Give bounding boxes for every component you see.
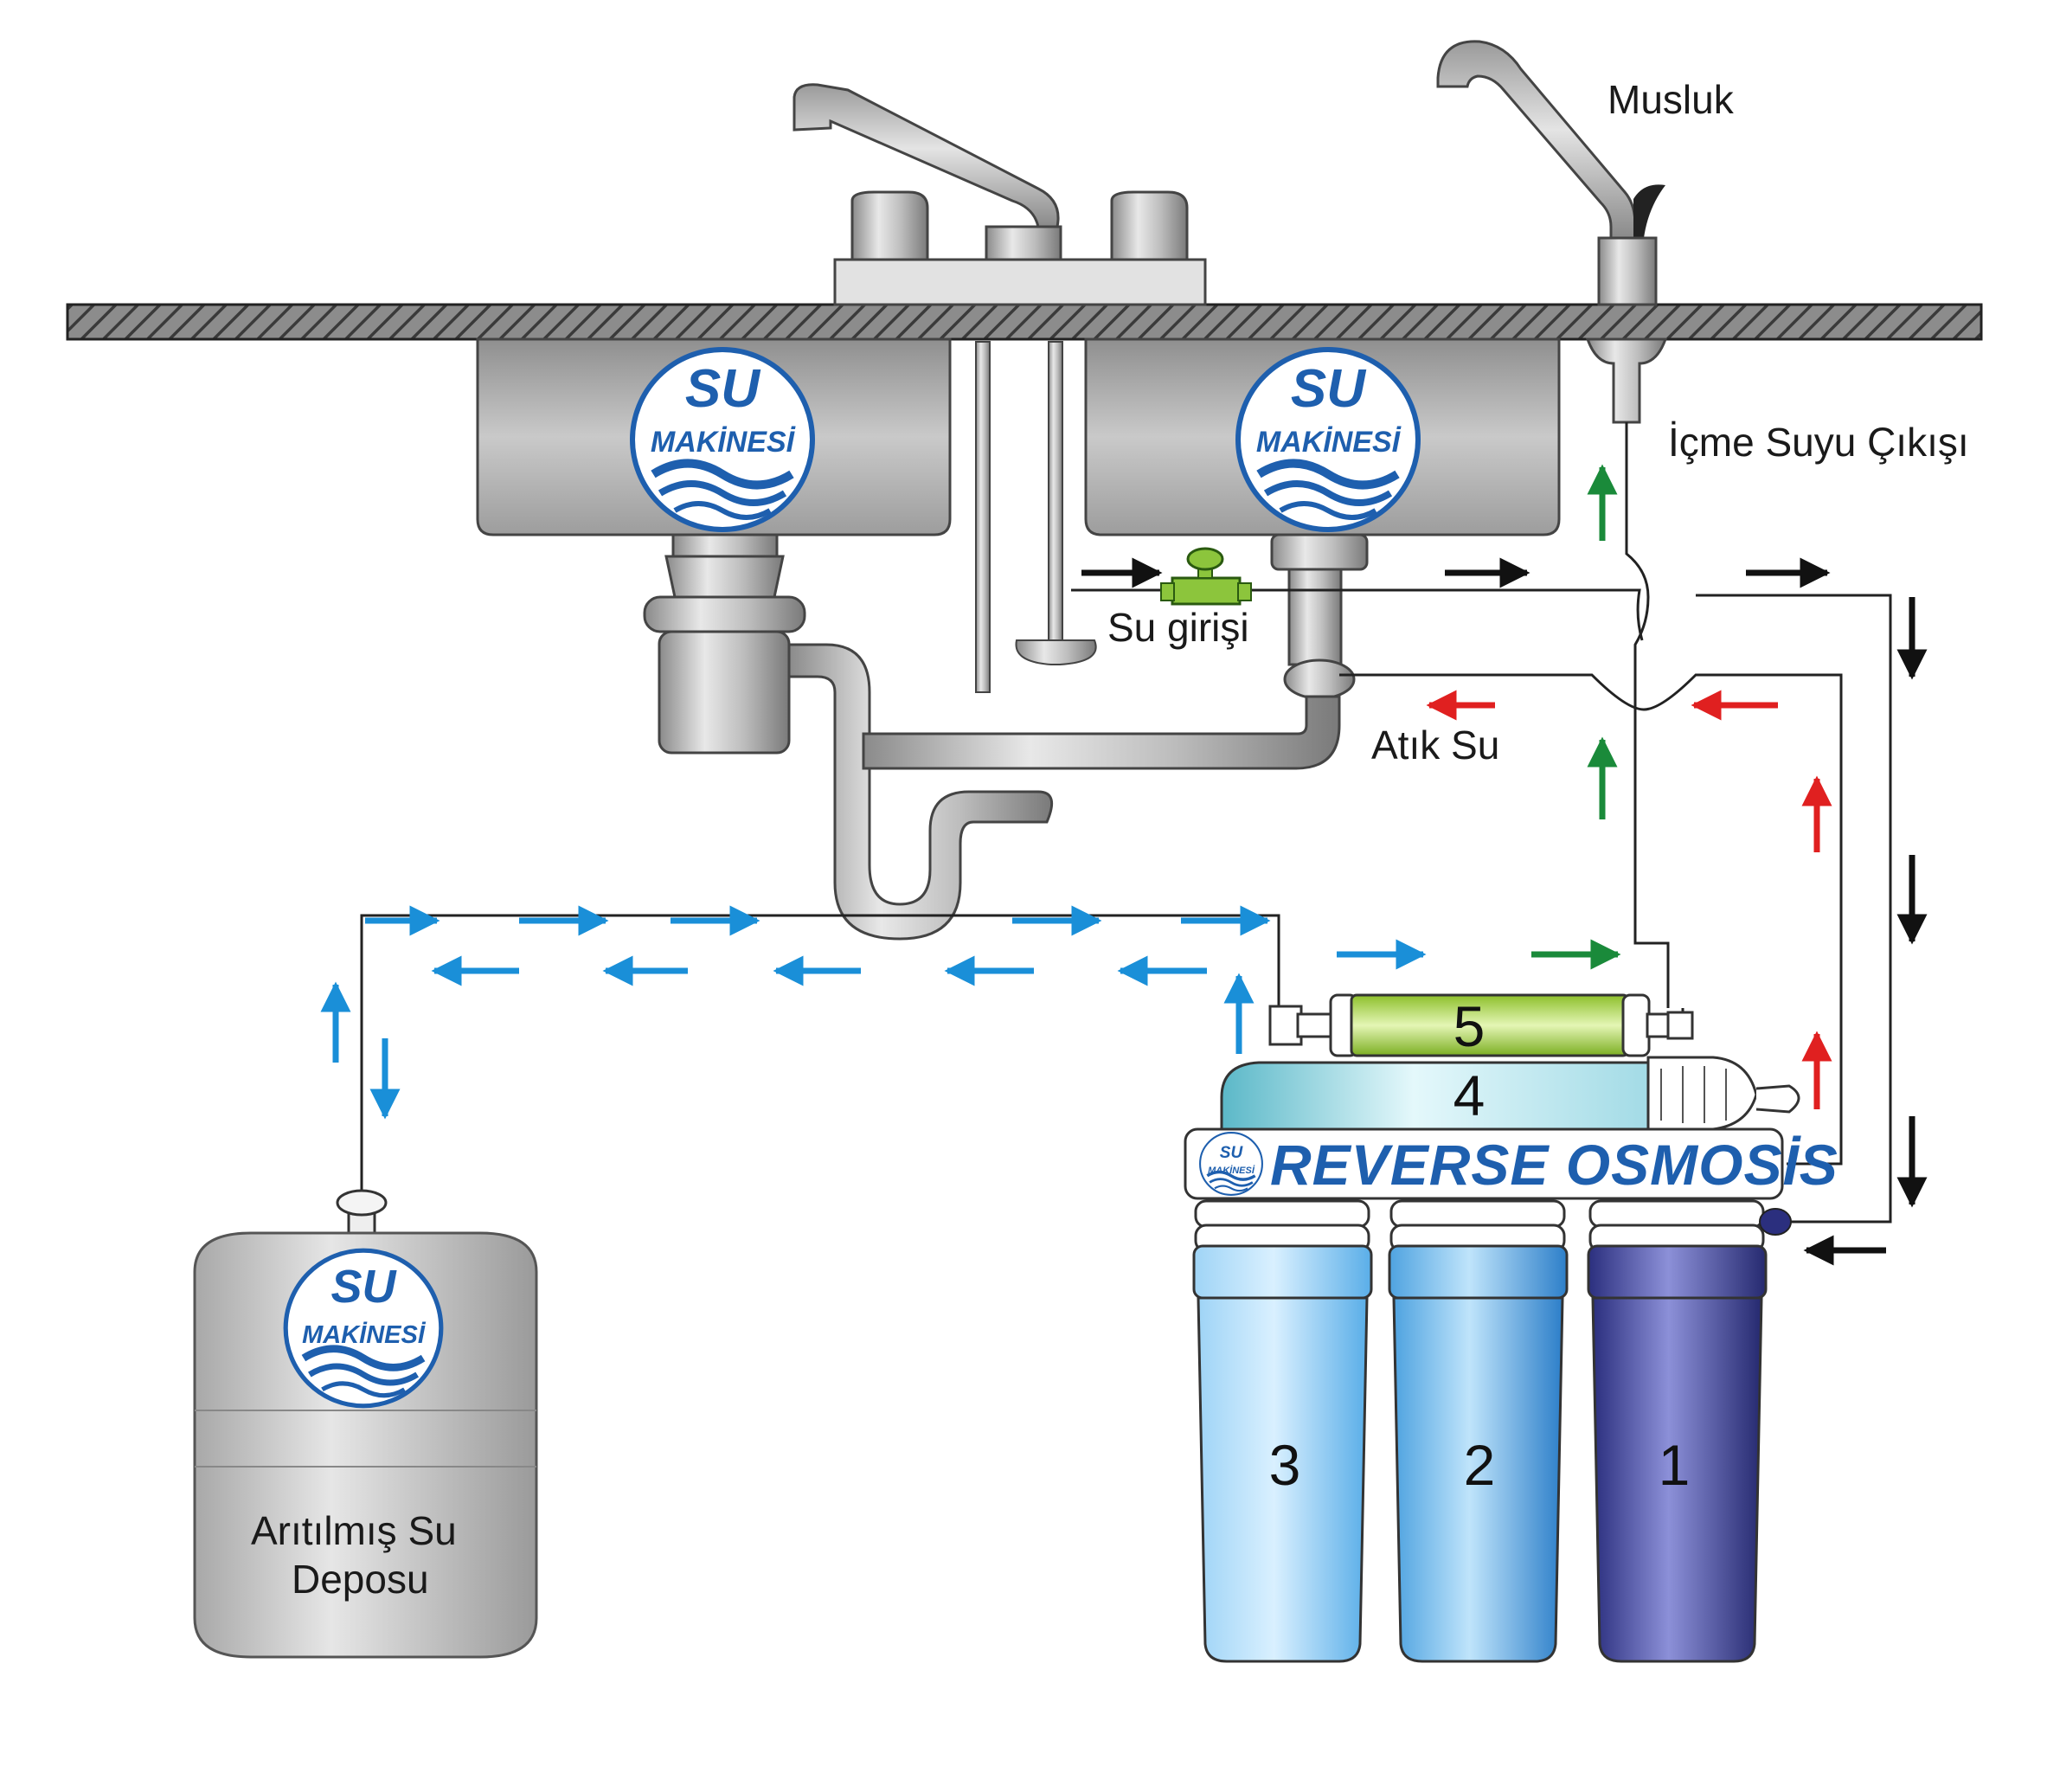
inlet-connector	[1759, 1208, 1792, 1236]
drain-rod	[975, 341, 991, 693]
drinking-water-outlet-label: İçme Suyu Çıkışı	[1668, 420, 1969, 465]
inlet-valve	[1160, 547, 1252, 606]
stopper-handle	[1015, 639, 1097, 665]
stopper-rod	[1048, 341, 1063, 641]
stage-5-number: 5	[1453, 994, 1486, 1058]
tank-label-line1: Arıtılmış Su	[251, 1508, 457, 1553]
ro-system-title: REVERSE OSMOSİS	[1270, 1133, 1838, 1197]
filter-stage-3	[1192, 1244, 1373, 1663]
kitchen-faucet	[792, 83, 1207, 306]
stage-3-number: 3	[1268, 1433, 1301, 1497]
water-inlet-label: Su girişi	[1107, 605, 1249, 650]
feed-water-arrows	[1081, 557, 1928, 1266]
faucet-label: Musluk	[1607, 77, 1734, 122]
brand-logo-sink-right: SU MAKİNESİ	[1238, 350, 1418, 530]
brand-logo-tank: SU MAKİNESİ	[286, 1250, 441, 1406]
filter-stage-2	[1388, 1244, 1569, 1663]
drinking-water-faucet	[1436, 40, 1668, 424]
brand-logo-sink-left: SU MAKİNESİ	[632, 350, 812, 530]
svg-text:SU: SU	[1291, 359, 1367, 419]
waste-water-label: Atık Su	[1371, 723, 1500, 768]
product-water-arrows	[1531, 464, 1621, 970]
filter-stage-4	[1220, 1056, 1800, 1131]
drain-left	[643, 533, 1054, 941]
storage-tank	[193, 1189, 538, 1659]
tank-label-line2: Deposu	[292, 1557, 429, 1602]
svg-text:SU: SU	[330, 1261, 397, 1313]
countertop	[66, 303, 1983, 341]
stage-2-number: 2	[1463, 1433, 1496, 1497]
svg-text:MAKİNESİ: MAKİNESİ	[1256, 426, 1402, 459]
stage-1-number: 1	[1658, 1433, 1691, 1497]
filter-stage-1	[1587, 1244, 1768, 1663]
svg-text:MAKİNESİ: MAKİNESİ	[302, 1321, 427, 1349]
brand-logo-ro-unit: SU MAKİNESİ	[1198, 1131, 1264, 1197]
waste-water-arrows	[1426, 690, 1832, 1109]
svg-text:MAKİNESİ: MAKİNESİ	[651, 426, 796, 459]
filter-caps	[1194, 1199, 1765, 1253]
pipe-lines	[360, 422, 1892, 1224]
svg-text:SU: SU	[1220, 1144, 1244, 1162]
ro-bracket	[1184, 1127, 1784, 1200]
tank-flow-arrows	[320, 905, 1427, 1120]
svg-text:MAKİNESİ: MAKİNESİ	[1208, 1165, 1255, 1176]
svg-text:SU: SU	[685, 359, 761, 419]
stage-4-number: 4	[1453, 1063, 1486, 1127]
filter-stage-5	[1268, 993, 1694, 1057]
drain-right	[862, 533, 1369, 770]
